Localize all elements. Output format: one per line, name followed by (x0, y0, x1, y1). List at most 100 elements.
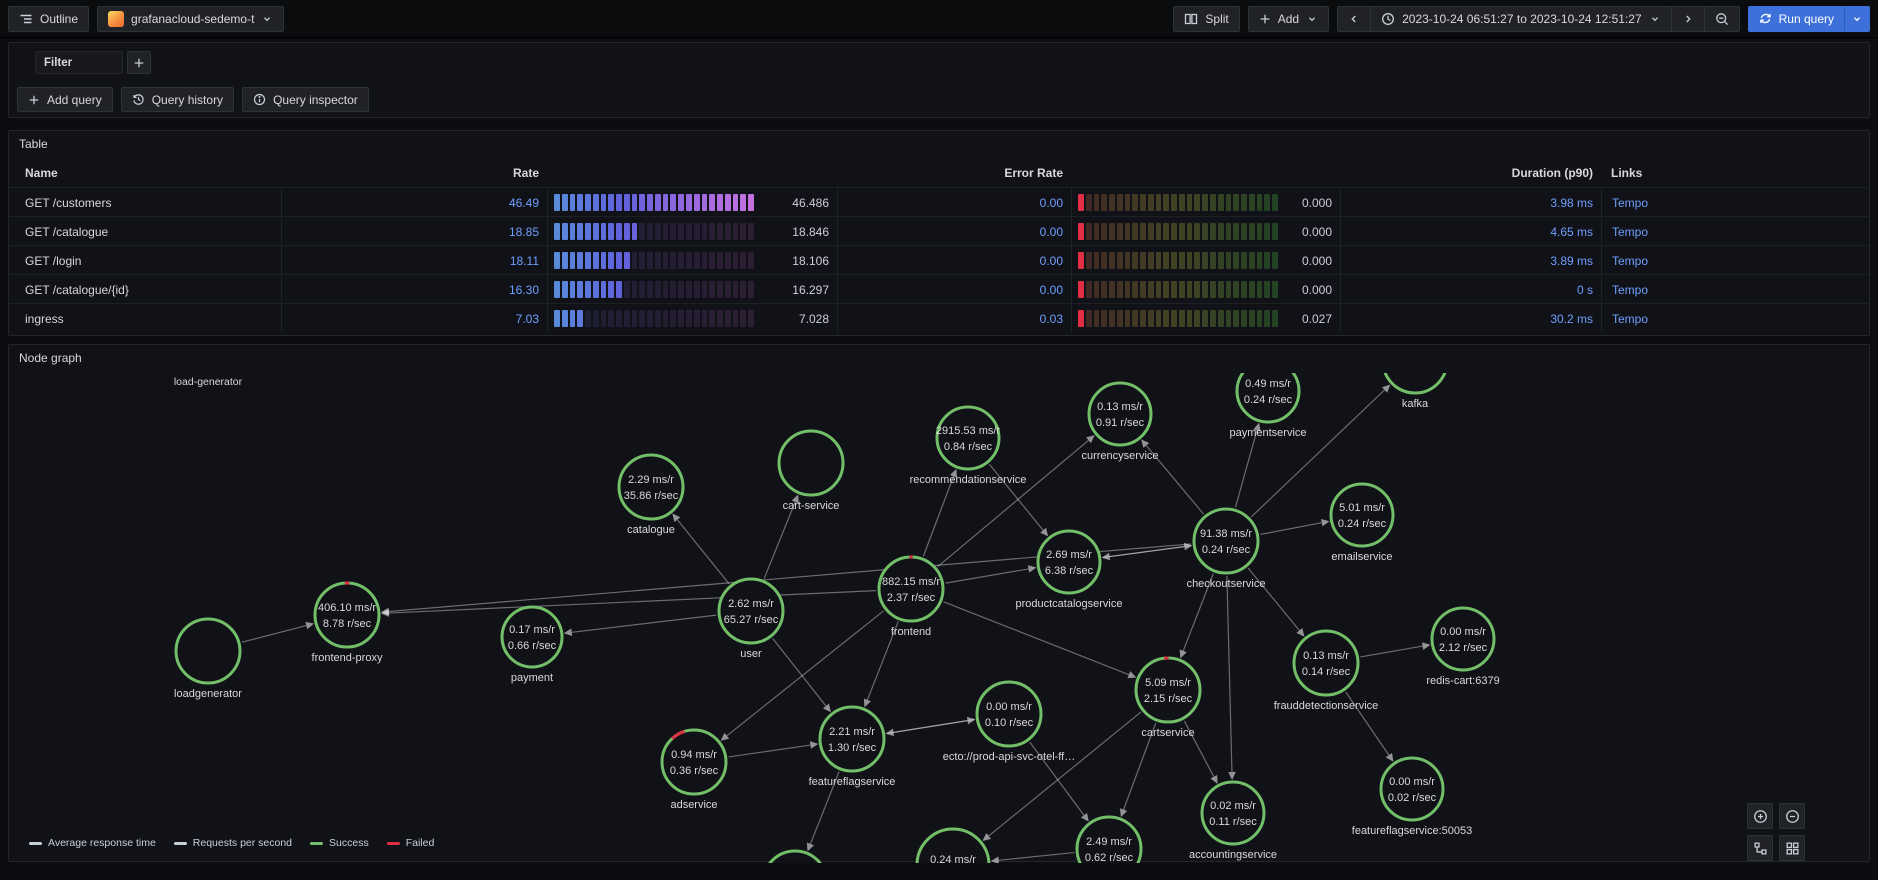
cell-tempo-link[interactable]: Tempo (1601, 275, 1863, 304)
datasource-picker[interactable]: grafanacloud-sedemo-t (97, 5, 285, 32)
tempo-logo-icon (108, 10, 125, 27)
filter-label: Filter (44, 56, 73, 69)
time-back-button[interactable] (1337, 5, 1372, 32)
query-inspector-button[interactable]: Query inspector (242, 87, 369, 112)
query-inspector-label: Query inspector (273, 92, 358, 107)
cell-rate: 46.49 (281, 188, 547, 217)
cell-tempo-link[interactable]: Tempo (1601, 304, 1863, 333)
cell-error-rate: 0.00 (837, 275, 1071, 304)
cell-duration: 0 s (1340, 275, 1601, 304)
cell-error-rate: 0.00 (837, 246, 1071, 275)
zoom-in-button[interactable] (1747, 803, 1773, 829)
rate-gauge (554, 252, 754, 269)
node-stat-line1: 2.21 ms/r (829, 726, 875, 738)
legend-label: Requests per second (192, 837, 293, 849)
cell-tempo-link[interactable]: Tempo (1601, 188, 1863, 217)
outline-button[interactable]: Outline (8, 5, 90, 32)
run-query-button[interactable]: Run query (1747, 5, 1845, 32)
cell-error-rate: 0.00 (837, 188, 1071, 217)
time-range-button[interactable]: 2023-10-24 06:51:27 to 2023-10-24 12:51:… (1370, 5, 1672, 32)
rate-gauge-value: 18.846 (792, 224, 829, 239)
legend-item[interactable]: Requests per second (173, 837, 293, 849)
run-query-caret-button[interactable] (1844, 5, 1870, 32)
graph-edge (1029, 741, 1089, 822)
split-button[interactable]: Split (1173, 5, 1240, 32)
zoom-in-circle-icon (1753, 809, 1767, 823)
node-stat-line2: 0.36 r/sec (670, 765, 719, 777)
cell-tempo-link[interactable]: Tempo (1601, 217, 1863, 246)
node-stat-line1: 2915.53 ms/r (936, 425, 1001, 437)
column-header-links[interactable]: Links (1611, 166, 1643, 180)
graph-edge (982, 711, 1142, 842)
query-editor-panel: Filter Add query Query history Query ins… (8, 42, 1870, 118)
add-query-button[interactable]: Add query (17, 87, 113, 112)
column-header-name[interactable]: Name (25, 166, 58, 180)
graph-node-node024[interactable]: 0.24 ms/r (915, 827, 991, 863)
node-stat-line1: 0.17 ms/r (509, 624, 555, 636)
node-label: cartservice (1141, 727, 1194, 739)
graph-node-featureflagservice:50053[interactable]: 0.00 ms/r0.02 r/secfeatureflagservice:50… (1352, 756, 1472, 837)
graph-node-kafka[interactable]: kafka (1383, 373, 1447, 410)
graph-node-ecto://prod-api-svc-otel-ff…[interactable]: 0.00 ms/r0.10 r/sececto://prod-api-svc-o… (943, 680, 1075, 763)
rate-gauge-value: 18.106 (792, 253, 829, 268)
filter-field[interactable]: Filter (35, 51, 123, 74)
rate-gauge-value: 7.028 (798, 311, 829, 326)
column-header-error-rate[interactable]: Error Rate (1004, 166, 1063, 180)
graph-node-recommendationservice[interactable]: 2915.53 ms/r0.84 r/secrecommendationserv… (910, 405, 1027, 486)
column-header-duration[interactable]: Duration (p90) (1511, 166, 1593, 180)
node-stat-line2: 0.24 r/sec (1244, 394, 1293, 406)
node-label: productcatalogservice (1015, 598, 1122, 610)
zoom-out-button[interactable] (1779, 803, 1805, 829)
node-stat-line1: 0.49 ms/r (1245, 378, 1291, 390)
column-header-rate[interactable]: Rate (512, 166, 539, 180)
cell-tempo-link[interactable]: Tempo (1601, 246, 1863, 275)
cell-rate: 16.30 (281, 275, 547, 304)
grid-layout-button[interactable] (1779, 835, 1805, 861)
time-zoom-out-button[interactable] (1703, 5, 1740, 32)
time-forward-button[interactable] (1670, 5, 1705, 32)
add-label: Add (1277, 11, 1300, 26)
node-stat-line2: 0.24 r/sec (1202, 544, 1251, 556)
node-label: catalogue (627, 524, 675, 536)
node-graph-canvas[interactable]: loadgenerator 406.10 ms/r8.78 r/secfronte… (9, 373, 1869, 863)
node-stat-line2: 65.27 r/sec (724, 614, 779, 626)
graph-edge (1234, 422, 1261, 508)
layout-button[interactable] (1747, 835, 1773, 861)
add-query-label: Add query (47, 92, 102, 107)
cell-duration: 3.98 ms (1340, 188, 1601, 217)
graph-node-arcnode[interactable] (763, 849, 827, 863)
graph-node-cart-service[interactable]: cart-service (777, 429, 845, 512)
add-button[interactable]: Add (1247, 5, 1330, 32)
cell-error-gauge: 0.000 (1071, 217, 1340, 246)
table-panel: Table Name Rate Error Rate Duration (p90… (8, 130, 1870, 336)
graph-edge (728, 741, 819, 758)
time-range-label: 2023-10-24 06:51:27 to 2023-10-24 12:51:… (1402, 11, 1642, 26)
legend-item[interactable]: Failed (386, 837, 434, 849)
legend-item[interactable]: Average response time (29, 837, 156, 849)
legend-item[interactable]: Success (310, 837, 369, 849)
plus-icon (1260, 14, 1270, 23)
graph-node-loadgenerator[interactable]: loadgenerator (174, 617, 242, 700)
refresh-icon (1759, 13, 1771, 24)
query-history-button[interactable]: Query history (120, 87, 235, 112)
node-label: adservice (670, 799, 717, 811)
graph-node-node249[interactable]: 2.49 ms/r0.62 r/sec (1075, 815, 1143, 863)
add-filter-button[interactable] (127, 51, 151, 74)
